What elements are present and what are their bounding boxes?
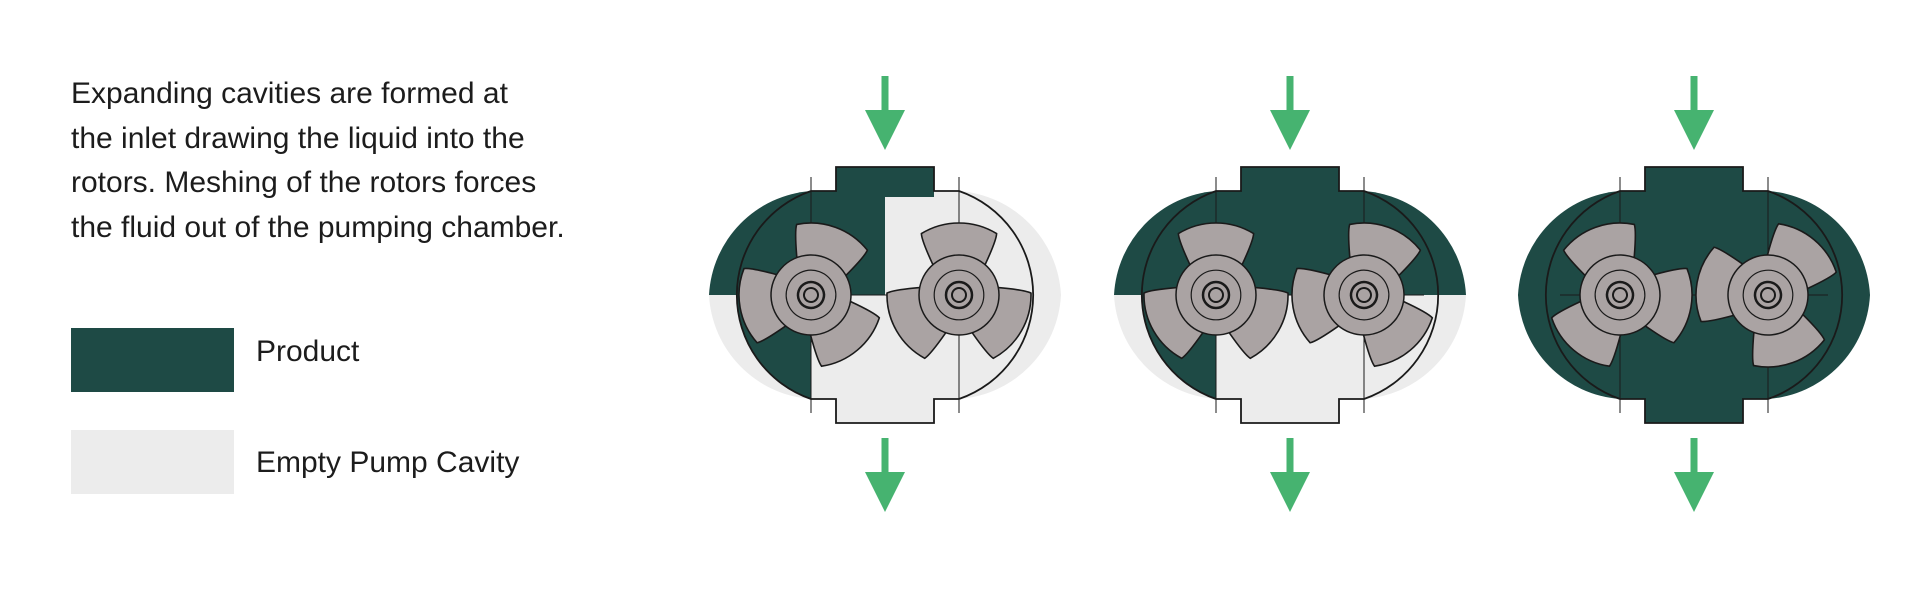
rotor-ring bbox=[785, 269, 837, 321]
right-rotor bbox=[1695, 222, 1838, 368]
legend-swatch-product bbox=[71, 328, 234, 392]
rotor-bore bbox=[1356, 287, 1372, 303]
arrow-shaft bbox=[1286, 76, 1294, 116]
description-line: Expanding cavities are formed at bbox=[71, 77, 508, 110]
outlet-flow-arrow bbox=[1674, 438, 1714, 512]
description-text: Expanding cavities are formed at the inl… bbox=[71, 72, 631, 250]
outlet-port bbox=[1241, 393, 1339, 423]
pump-stage-3 bbox=[1518, 166, 1870, 424]
left-rotor bbox=[738, 222, 881, 368]
legend-swatch-empty bbox=[71, 430, 234, 494]
legend-label-product: Product bbox=[256, 335, 360, 368]
arrow-shaft bbox=[1690, 76, 1698, 116]
arrow-head bbox=[1270, 110, 1310, 150]
legend-label-empty: Empty Pump Cavity bbox=[256, 446, 520, 479]
arrow-head bbox=[1674, 472, 1714, 512]
rotor-ring bbox=[1742, 269, 1794, 321]
pump-casing bbox=[1140, 166, 1440, 424]
right-rotor bbox=[886, 222, 1032, 360]
rotor-ring bbox=[1190, 269, 1242, 321]
inlet-flow-arrow bbox=[865, 76, 905, 150]
description-line: rotors. Meshing of the rotors forces bbox=[71, 166, 537, 199]
rotor-bore bbox=[1760, 287, 1776, 303]
outlet-flow-arrow bbox=[1270, 438, 1310, 512]
outlet-port bbox=[1645, 393, 1743, 423]
arrow-shaft bbox=[1690, 438, 1698, 478]
arrow-shaft bbox=[881, 76, 889, 116]
rotor-ring bbox=[1594, 269, 1646, 321]
rotor-bore bbox=[1208, 287, 1224, 303]
rotor-bore bbox=[951, 287, 967, 303]
rotor-bore bbox=[803, 287, 819, 303]
rotor-shaft bbox=[944, 280, 974, 310]
inlet-port bbox=[1241, 167, 1339, 197]
description-line: the inlet drawing the liquid into the bbox=[71, 121, 525, 155]
rotor-ring bbox=[933, 269, 985, 321]
arrow-head bbox=[1674, 110, 1714, 150]
rotor-shaft bbox=[1201, 280, 1231, 310]
inlet-port bbox=[836, 167, 934, 197]
rotor-shaft bbox=[1753, 280, 1783, 310]
rotor-shaft bbox=[1605, 280, 1635, 310]
pump-casing bbox=[735, 166, 1035, 424]
left-rotor bbox=[1550, 222, 1693, 368]
right-rotor bbox=[1291, 222, 1434, 368]
pump-casing bbox=[1544, 166, 1844, 424]
outlet-flow-arrow bbox=[865, 438, 905, 512]
rotor-shaft bbox=[1349, 280, 1379, 310]
arrow-head bbox=[1270, 472, 1310, 512]
left-rotor bbox=[1143, 222, 1289, 360]
arrow-head bbox=[865, 472, 905, 512]
rotor-ring bbox=[1338, 269, 1390, 321]
outlet-port bbox=[836, 393, 934, 423]
arrow-head bbox=[865, 110, 905, 150]
inlet-flow-arrow bbox=[1270, 76, 1310, 150]
inlet-port bbox=[1645, 167, 1743, 197]
description-line: the fluid out of the pumping chamber. bbox=[71, 210, 565, 244]
rotor-bore bbox=[1612, 287, 1628, 303]
inlet-flow-arrow bbox=[1674, 76, 1714, 150]
rotor-shaft bbox=[796, 280, 826, 310]
arrow-shaft bbox=[1286, 438, 1294, 478]
arrow-shaft bbox=[881, 438, 889, 478]
